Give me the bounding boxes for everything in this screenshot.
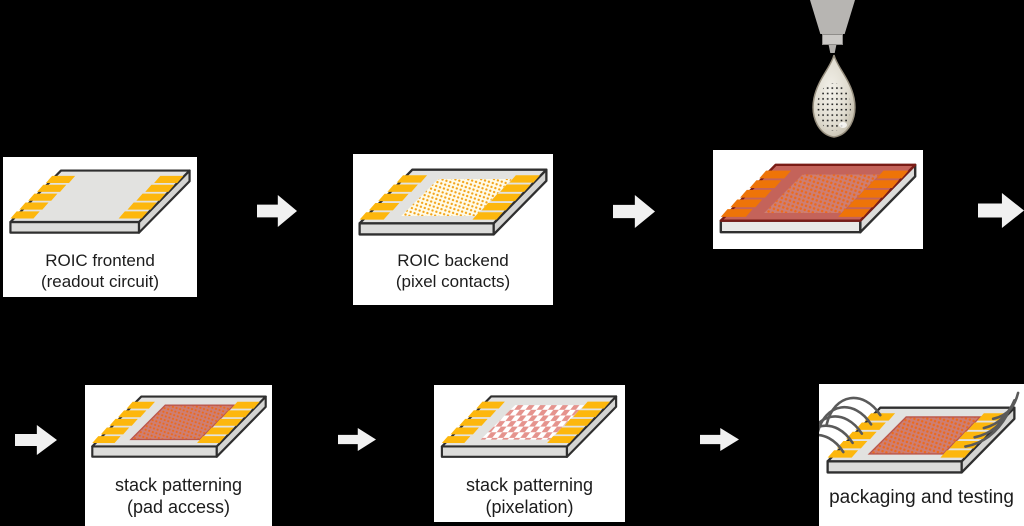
panel-label: packaging and testing (819, 486, 1024, 509)
arrow-right-icon (978, 193, 1024, 228)
label-line2: (pixelation) (485, 496, 574, 517)
panel-label: stack patterning (pad access) (85, 475, 272, 519)
wire-bonded-chip-icon (819, 391, 1020, 474)
panel-packaging-and-testing: packaging and testing (819, 384, 1024, 526)
arrow-right-icon (700, 428, 739, 451)
panel-stack-patterning-pad-access: stack patterning (pad access) (85, 385, 272, 526)
panel-label: ROIC frontend (readout circuit) (3, 251, 197, 292)
panel-qd-deposition (713, 150, 923, 249)
panel-roic-backend: ROIC backend (pixel contacts) (353, 154, 553, 305)
panel-roic-frontend: ROIC frontend (readout circuit) (3, 157, 197, 297)
pixelated-qd-array (480, 405, 585, 440)
label-line1: stack patterning (114, 475, 243, 495)
panel-label: ROIC backend (pixel contacts) (353, 251, 553, 292)
panel-label: stack patterning (pixelation) (434, 475, 625, 519)
pixel-contact-array (401, 178, 513, 216)
arrow-right-icon (15, 425, 57, 455)
chip-with-pads-icon (9, 169, 191, 234)
chip-stack-pixelated-icon (440, 395, 618, 458)
chip-red-coated-icon (719, 163, 917, 234)
chip-pixel-contacts-icon (358, 168, 548, 236)
nozzle-tip (828, 45, 837, 53)
panel-stack-patterning-pixelation: stack patterning (pixelation) (434, 385, 625, 522)
patterned-qd-stack (867, 416, 982, 455)
label-line2: (pixel contacts) (395, 271, 511, 291)
label-line2: (pad access) (126, 496, 231, 517)
quantum-dots (817, 83, 851, 131)
label-line1: ROIC frontend (45, 251, 155, 270)
nozzle-nub (822, 34, 843, 45)
label-line2: (readout circuit) (40, 271, 160, 291)
arrow-right-icon (613, 195, 655, 228)
chip-stack-pad-access-icon (91, 395, 267, 458)
bond-wires (819, 391, 1020, 454)
inkjet-nozzle-icon (810, 0, 855, 34)
quantum-dot-ink-droplet-icon (812, 54, 856, 138)
label-line1: packaging and testing (829, 487, 1014, 508)
label-line1: stack patterning (465, 475, 594, 495)
arrow-right-icon (338, 428, 376, 451)
patterned-qd-stack (129, 404, 236, 441)
arrow-right-icon (257, 195, 297, 227)
label-line1: ROIC backend (397, 251, 509, 270)
